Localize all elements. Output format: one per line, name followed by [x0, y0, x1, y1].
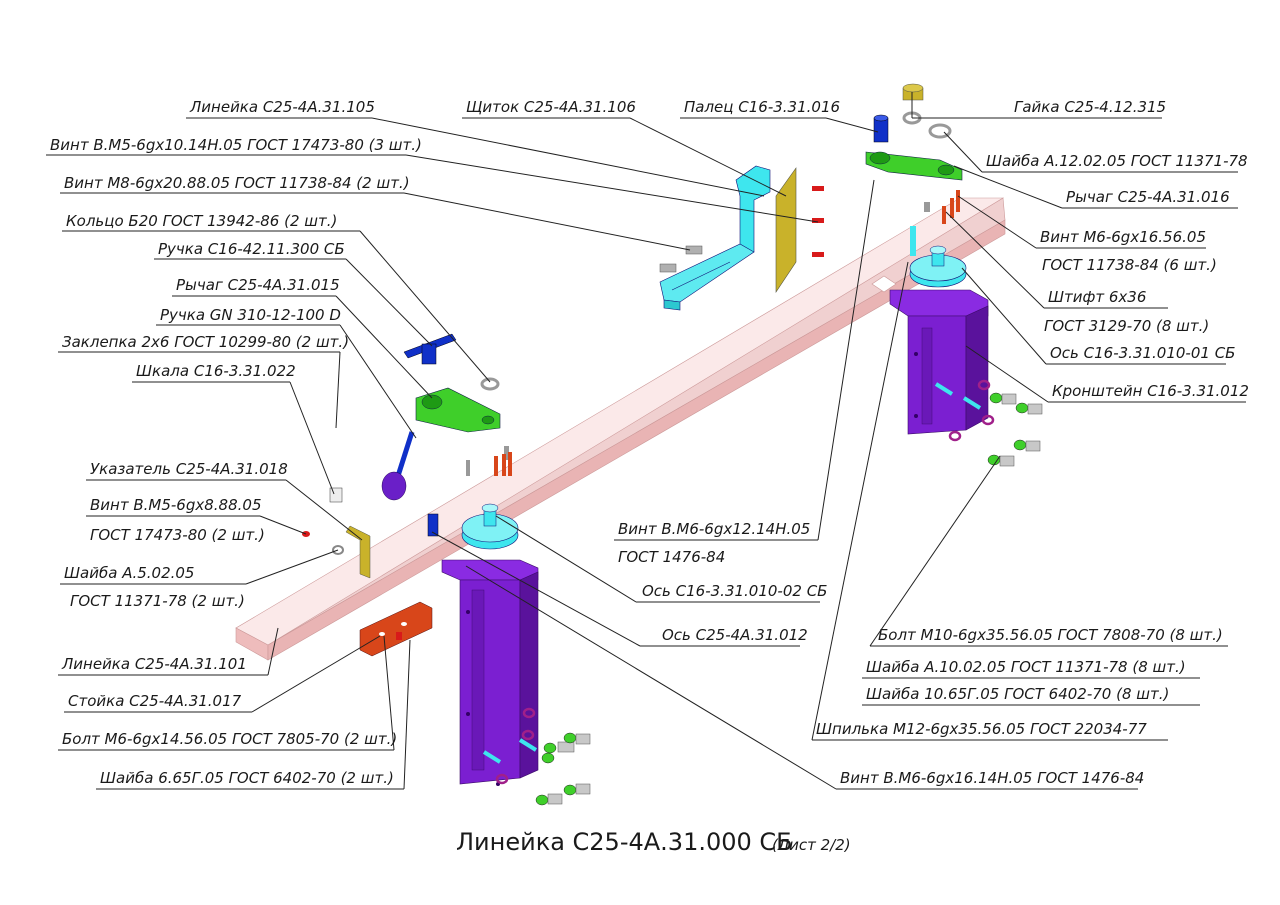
lever-left	[415, 387, 501, 433]
label-os-010-02: Ось С16-3.31.010-02 СБ	[642, 582, 827, 600]
label-gost-3129: ГОСТ 3129-70 (8 шт.)	[1044, 317, 1209, 335]
label-shaiba-a10: Шайба А.10.02.05 ГОСТ 11371-78 (8 шт.)	[866, 658, 1186, 676]
title-sheet: (Лист 2/2)	[772, 836, 851, 854]
label-palets-016: Палец С16-3.31.016	[684, 98, 840, 116]
leader-lines	[46, 92, 1246, 790]
label-gost-11738: ГОСТ 11738-84 (6 шт.)	[1042, 256, 1217, 274]
scale-plate	[329, 487, 343, 503]
left-axle-parts	[427, 446, 512, 537]
ruler-beam	[235, 197, 1006, 661]
label-os-010-01: Ось С16-3.31.010-01 СБ	[1050, 344, 1235, 362]
label-ruchka-gn: Ручка GN 310-12-100 D	[160, 306, 341, 324]
label-gaika-315: Гайка С25-4.12.315	[1014, 98, 1166, 116]
label-os-4a-012: Ось С25-4А.31.012	[662, 626, 808, 644]
label-stoika-017: Стойка С25-4А.31.017	[68, 692, 242, 710]
label-kronshtein-012: Кронштейн С16-3.31.012	[1052, 382, 1249, 400]
label-shpilka-m12: Шпилька М12-6gх35.56.05 ГОСТ 22034-77	[816, 720, 1147, 738]
shield-screws	[659, 186, 824, 273]
ring-left	[480, 377, 500, 391]
stand-right	[889, 289, 989, 435]
washer-top	[902, 111, 952, 139]
label-shchitok-106: Щиток С25-4А.31.106	[466, 98, 636, 116]
lever-right	[865, 151, 963, 181]
knob-handle	[381, 431, 415, 501]
label-shtift-6x36: Штифт 6х36	[1048, 288, 1146, 306]
cyan-bracket	[659, 165, 771, 311]
pointer-bracket	[345, 525, 371, 579]
label-zaklepka: Заклепка 2х6 ГОСТ 10299-80 (2 шт.)	[62, 333, 349, 351]
label-vint-m6-12: Винт В.М6-6gх12.14Н.05	[618, 520, 810, 538]
label-vint-m6-16-14: Винт В.М6-6gх16.14Н.05 ГОСТ 1476-84	[840, 769, 1144, 787]
label-ruchka-300: Ручка С16-42.11.300 СБ	[158, 240, 345, 258]
label-lineika-101: Линейка С25-4А.31.101	[61, 655, 247, 673]
part-labels: Линейка С25-4А.31.105 Щиток С25-4А.31.10…	[50, 98, 1249, 787]
hex-hole	[871, 275, 897, 293]
label-vint-m5-8: Винт В.М5-6gх8.88.05	[90, 496, 262, 514]
label-shaiba-10-65g: Шайба 10.65Г.05 ГОСТ 6402-70 (8 шт.)	[866, 685, 1169, 703]
drawing-title: Линейка С25-4А.31.000 СБ (Лист 2/2)	[456, 828, 851, 856]
title-main: Линейка С25-4А.31.000 СБ	[456, 828, 793, 856]
label-vint-m5-10: Винт В.М5-6gх10.14Н.05 ГОСТ 17473-80 (3 …	[50, 136, 422, 154]
shield-plate	[775, 167, 797, 293]
stand-bracket	[359, 601, 433, 657]
label-lineika-105: Линейка С25-4А.31.105	[189, 98, 375, 116]
label-shaiba-12: Шайба А.12.02.05 ГОСТ 11371-78	[986, 152, 1248, 170]
label-vint-m8-20: Винт М8-6gх20.88.05 ГОСТ 11738-84 (2 шт.…	[64, 174, 410, 192]
label-rychag-015: Рычаг С25-4А.31.015	[176, 276, 340, 294]
label-shaiba-6-65g: Шайба 6.65Г.05 ГОСТ 6402-70 (2 шт.)	[100, 769, 394, 787]
stand-right-fasteners	[934, 379, 1043, 467]
stand-left	[441, 559, 539, 786]
label-rychag-016: Рычаг С25-4А.31.016	[1066, 188, 1230, 206]
label-koltso-b20: Кольцо Б20 ГОСТ 13942-86 (2 шт.)	[66, 212, 337, 230]
label-bolt-m10: Болт М10-6gх35.56.05 ГОСТ 7808-70 (8 шт.…	[878, 626, 1223, 644]
stand-left-fasteners	[482, 707, 591, 806]
label-gost-1476: ГОСТ 1476-84	[618, 548, 725, 566]
label-vint-m6-16-56: Винт М6-6gх16.56.05	[1040, 228, 1206, 246]
label-ukazatel-018: Указатель С25-4А.31.018	[90, 460, 288, 478]
label-shaiba-a5: Шайба А.5.02.05	[64, 564, 194, 582]
label-bolt-m6-14: Болт М6-6gх14.56.05 ГОСТ 7805-70 (2 шт.)	[62, 730, 397, 748]
handle-t	[403, 333, 457, 365]
right-pins	[910, 190, 960, 256]
label-shkala-022: Шкала С16-3.31.022	[136, 362, 296, 380]
nut-top	[902, 83, 924, 101]
label-gost-11371-2: ГОСТ 11371-78 (2 шт.)	[70, 592, 245, 610]
axle-flange-right	[909, 245, 967, 288]
label-gost-17473: ГОСТ 17473-80 (2 шт.)	[90, 526, 265, 544]
finger-pin	[873, 114, 889, 143]
